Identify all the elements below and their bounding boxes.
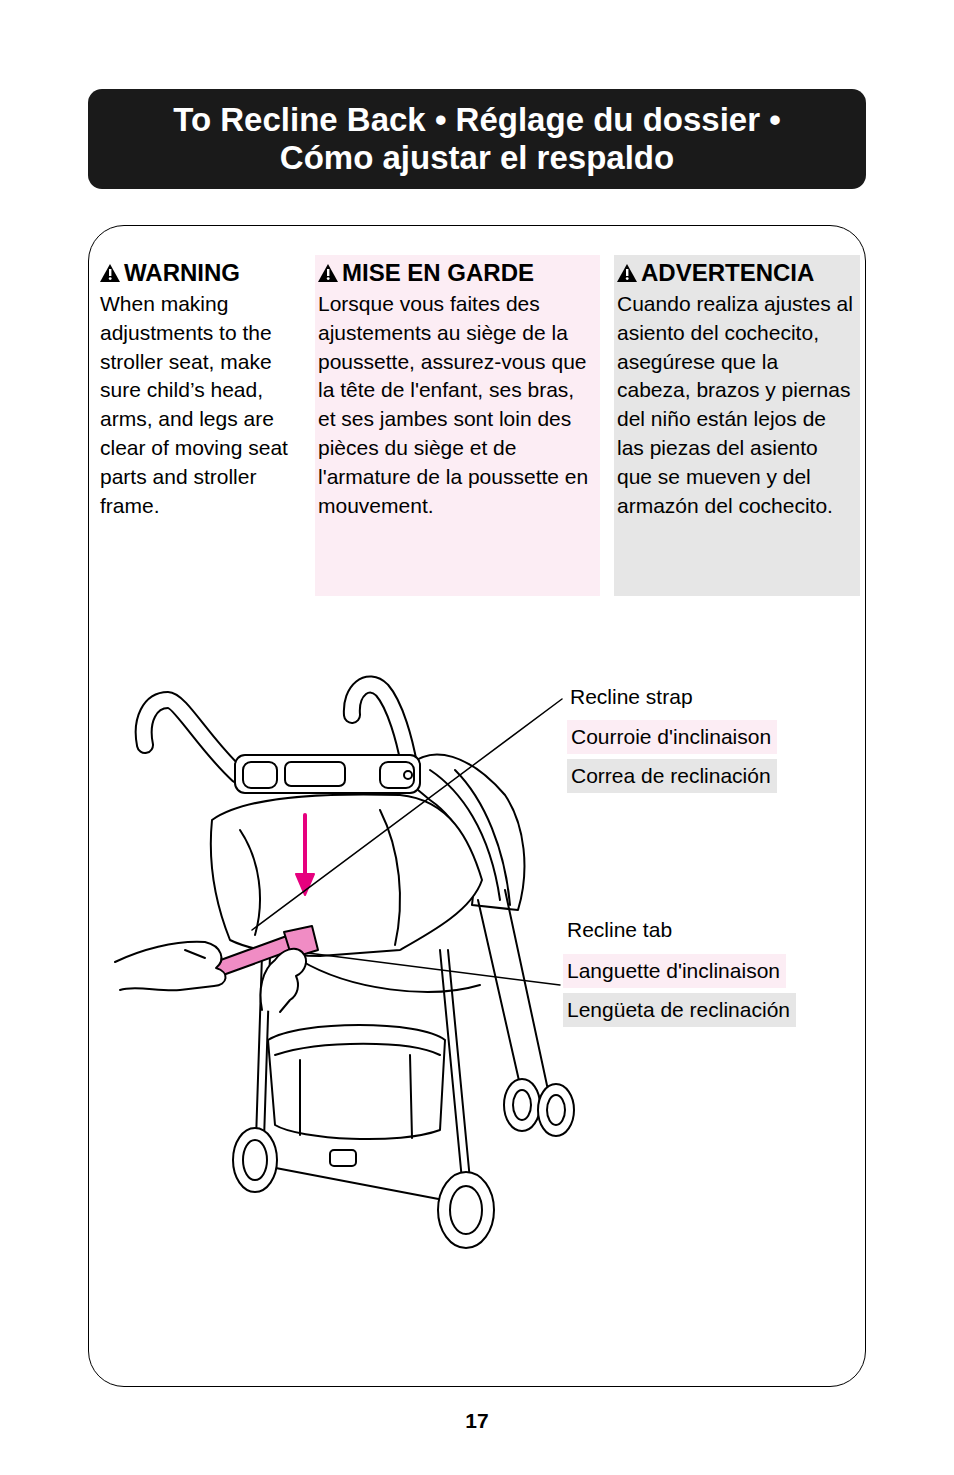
warning-icon xyxy=(617,264,637,282)
part-label: Recline tab xyxy=(567,917,847,943)
warning-box: MISE EN GARDELorsque vous faites des aju… xyxy=(315,255,600,596)
callout-box: Lengüeta de reclinación xyxy=(563,993,796,1027)
callout-text: Languette d'inclinaison xyxy=(567,959,780,982)
warning-icon xyxy=(100,264,120,282)
warning-box: ADVERTENCIACuando realiza ajustes al asi… xyxy=(614,255,860,596)
callout-box: Courroie d'inclinaison xyxy=(567,720,777,754)
warning-text: Lorsque vous faites des ajustements au s… xyxy=(318,290,596,520)
warning-heading: ADVERTENCIA xyxy=(641,258,814,288)
warning-icon xyxy=(318,264,338,282)
callout-text: Courroie d'inclinaison xyxy=(571,725,771,748)
callout-text: Correa de reclinación xyxy=(571,764,771,787)
callout-box: Languette d'inclinaison xyxy=(563,954,786,988)
page-title: To Recline Back • Réglage du dossier • C… xyxy=(130,96,824,182)
part-label: Recline strap xyxy=(570,684,850,710)
warning-heading-row: MISE EN GARDE xyxy=(318,258,596,288)
warning-text: When making adjustments to the stroller … xyxy=(100,290,303,520)
callout-text: Lengüeta de reclinación xyxy=(567,998,790,1021)
page-number: 17 xyxy=(437,1408,517,1434)
warning-heading: WARNING xyxy=(124,258,240,288)
callout-box: Correa de reclinación xyxy=(567,759,777,793)
warning-heading: MISE EN GARDE xyxy=(342,258,534,288)
warning-text: Cuando realiza ajustes al asiento del co… xyxy=(617,290,856,520)
warning-box: WARNINGWhen making adjustments to the st… xyxy=(97,255,307,528)
warning-heading-row: WARNING xyxy=(100,258,303,288)
warning-heading-row: ADVERTENCIA xyxy=(617,258,856,288)
